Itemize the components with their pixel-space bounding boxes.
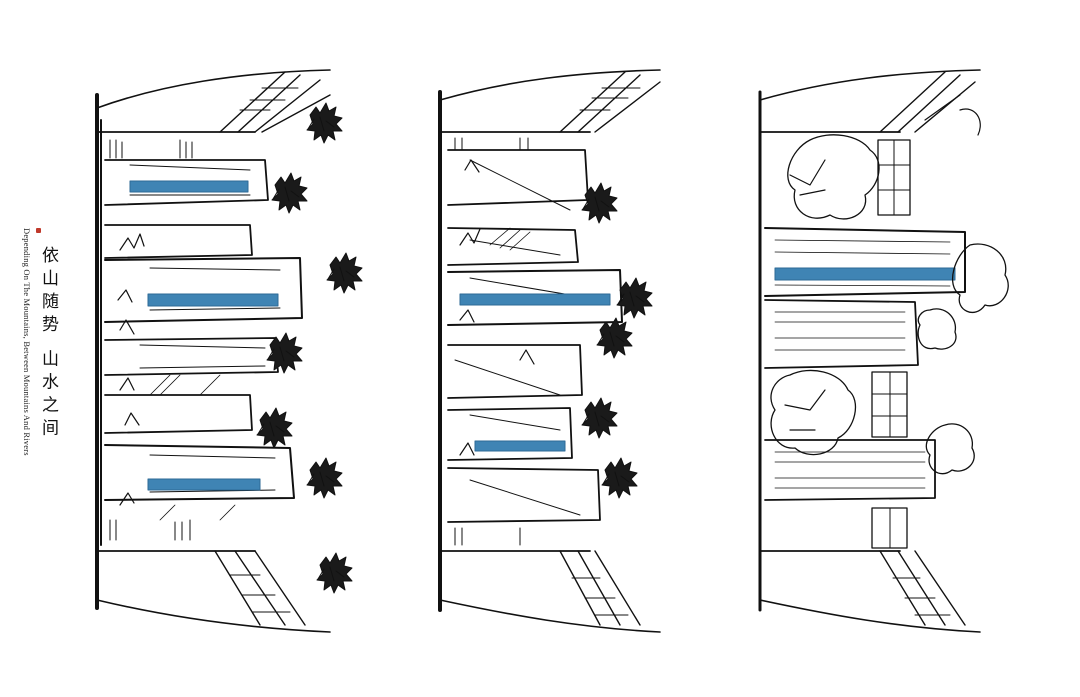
caption-block: Depending On The Mountains, Between Moun… [10,228,60,478]
sketch-variant-1 [95,69,363,633]
sketch-variant-2 [438,69,661,633]
red-seal-mark [36,228,41,233]
sketch-variant-3 [758,69,1009,633]
caption-chinese: 依山随势 山水之间 [38,246,58,442]
caption-english: Depending On The Mountains, Between Moun… [22,228,32,456]
